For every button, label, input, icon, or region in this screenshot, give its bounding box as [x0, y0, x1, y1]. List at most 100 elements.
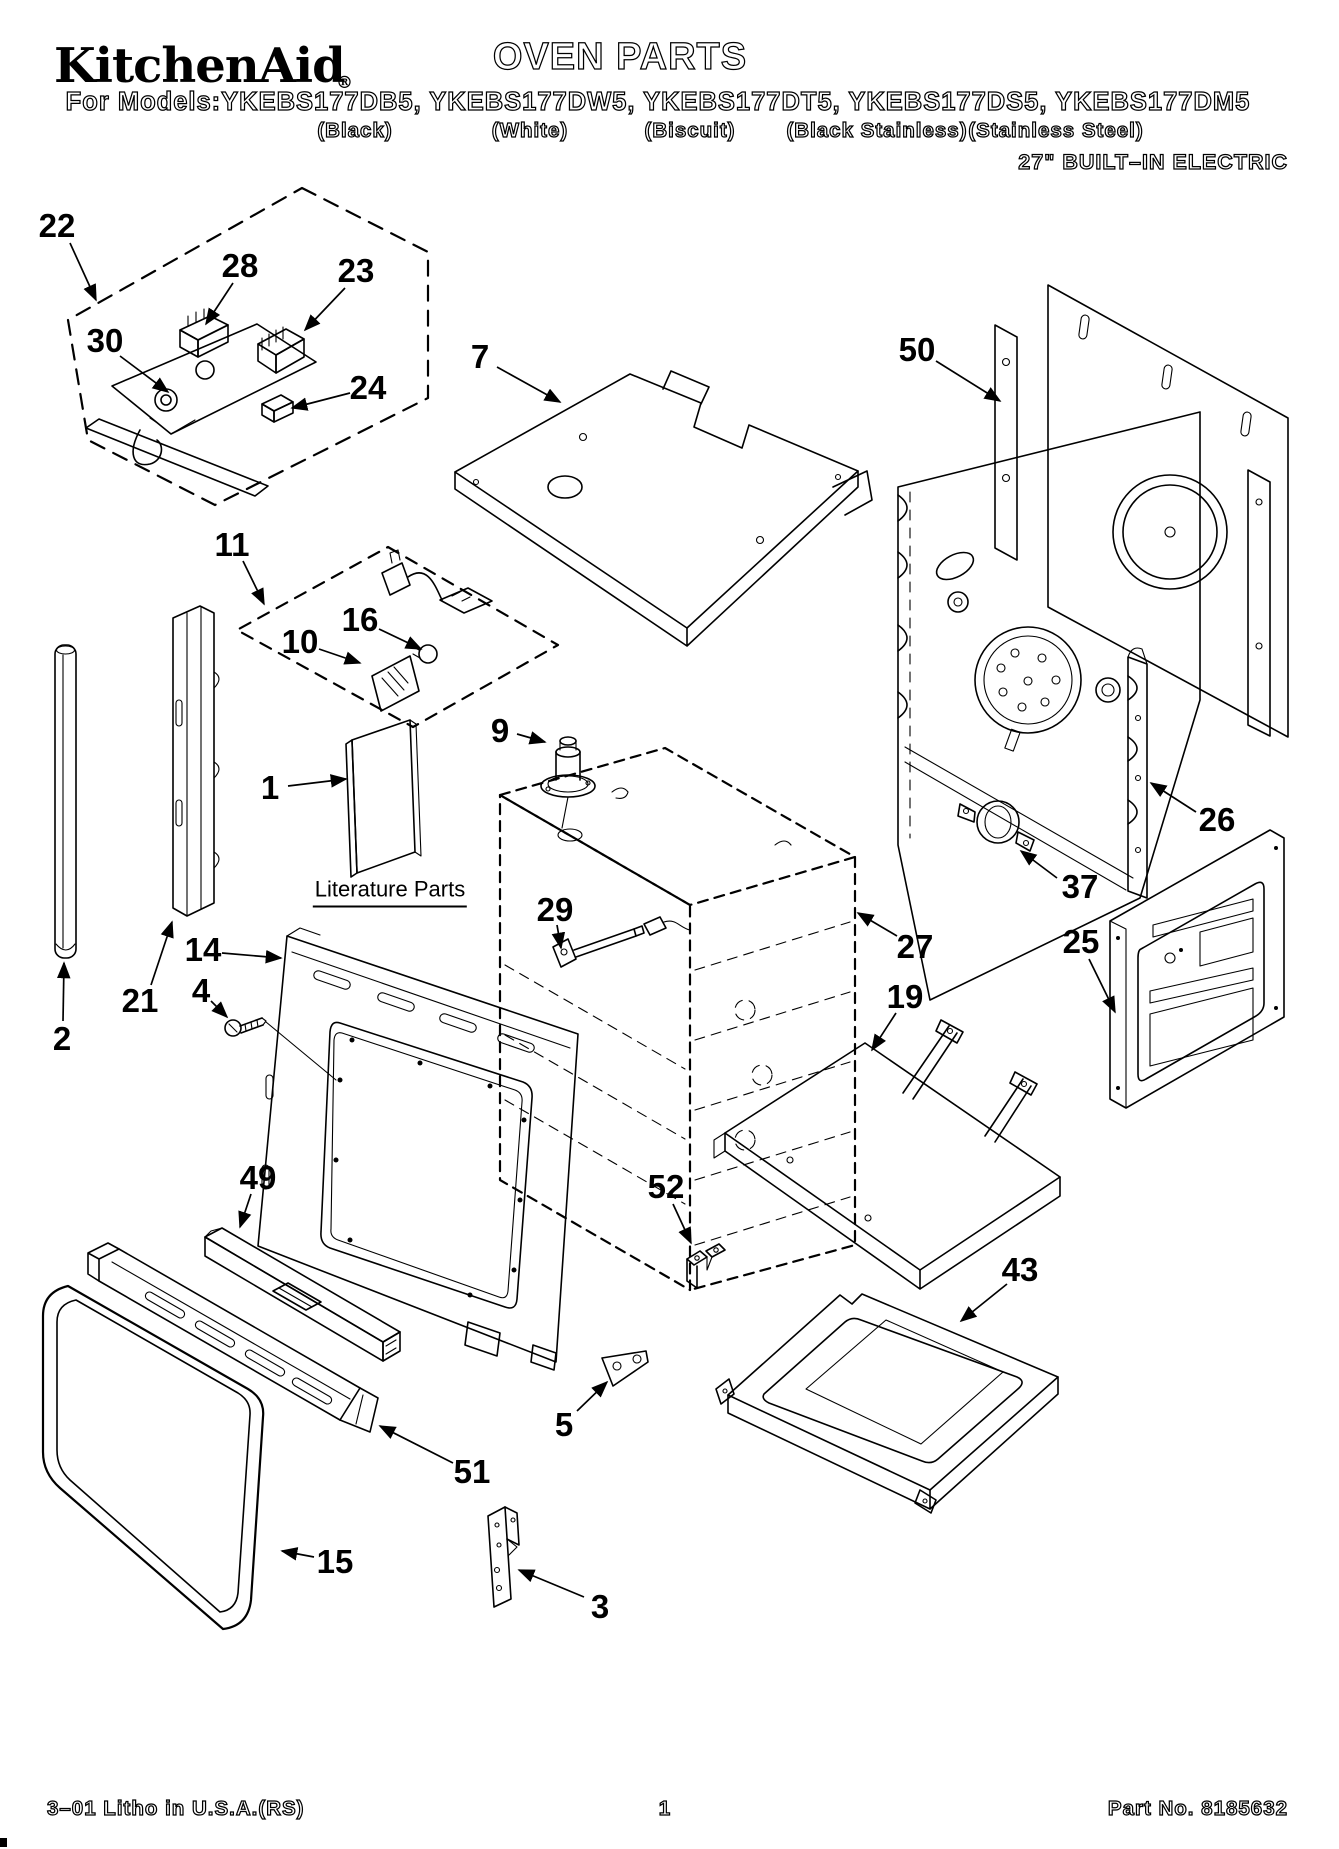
leader-arrow-14 — [221, 949, 283, 964]
brand-logo: KitchenAid — [54, 38, 345, 94]
leader-arrow-50 — [935, 360, 1002, 402]
part-literature-1 — [345, 719, 422, 878]
part-thermal-fuse-24 — [261, 394, 294, 423]
part-rear-bracket-26 — [1127, 647, 1148, 899]
part-side-panel-25 — [1109, 829, 1285, 1109]
callout-50: 50 — [898, 331, 936, 368]
literature-parts-label: Literature Parts — [312, 877, 468, 908]
callout-51: 51 — [453, 1453, 491, 1490]
part-oven-cavity-27 — [498, 746, 857, 1292]
part-top-panel-7 — [454, 370, 873, 647]
finish-label: (Black Stainless) — [786, 119, 967, 142]
page-title: OVEN PARTS — [493, 36, 747, 78]
part-oven-rear-wall — [897, 411, 1201, 1001]
leader-arrow-16 — [378, 628, 423, 650]
part-back-panel-50 — [994, 284, 1289, 738]
callout-15: 15 — [316, 1543, 354, 1580]
part-side-channel-21 — [172, 605, 220, 917]
models-line: For Models:YKEBS177DB5, YKEBS177DW5, YKE… — [66, 88, 1251, 116]
part-base-pan-43 — [715, 1293, 1059, 1514]
callout-30: 30 — [86, 322, 124, 359]
callout-1: 1 — [260, 769, 280, 806]
part-light-glass-10 — [371, 655, 420, 712]
leader-arrow-10 — [318, 648, 362, 665]
part-shelf-panel-19 — [713, 1019, 1061, 1290]
finish-label: (Stainless Steel) — [968, 119, 1143, 142]
callout-11: 11 — [214, 526, 250, 563]
leader-arrow-3 — [517, 1569, 585, 1598]
leader-arrow-9 — [516, 731, 547, 745]
callout-22: 22 — [38, 207, 76, 244]
scan-artifact — [0, 1838, 7, 1847]
leader-arrow-37 — [1019, 849, 1058, 879]
part-vent-bar-49 — [204, 1227, 401, 1362]
part-light-assembly-11 — [235, 545, 560, 729]
finish-label: (White) — [492, 119, 568, 142]
leader-arrow-21 — [150, 920, 174, 986]
leader-arrow-28 — [205, 282, 234, 326]
leader-arrow-30 — [119, 355, 170, 394]
leader-arrow-26 — [1149, 782, 1197, 813]
leader-arrow-25 — [1088, 958, 1116, 1014]
finish-label: (Biscuit) — [645, 119, 736, 142]
callout-49: 49 — [239, 1159, 277, 1196]
part-side-trim-2 — [54, 644, 77, 959]
callout-52: 52 — [647, 1168, 685, 1205]
leader-arrow-1 — [287, 774, 348, 788]
leader-arrow-19 — [871, 1012, 897, 1052]
callout-23: 23 — [337, 252, 375, 289]
leader-arrow-23 — [303, 287, 346, 332]
footer-page-number: 1 — [659, 1797, 671, 1820]
callout-26: 26 — [1198, 801, 1236, 838]
finish-label: (Black) — [317, 119, 392, 142]
leader-arrow-49 — [238, 1193, 252, 1229]
part-gusset-bracket-5 — [601, 1350, 649, 1387]
leader-arrow-27 — [856, 912, 898, 937]
callout-25: 25 — [1062, 923, 1100, 960]
leader-arrow-51 — [378, 1425, 454, 1464]
part-switch-28 — [179, 308, 229, 358]
footer-part-number: Part No. 8185632 — [1108, 1797, 1288, 1820]
leader-arrow-29 — [551, 924, 566, 950]
callout-29: 29 — [536, 891, 574, 928]
callout-10: 10 — [281, 623, 319, 660]
leader-arrow-15 — [280, 1547, 315, 1561]
leader-arrow-52 — [672, 1203, 692, 1245]
leader-arrow-2 — [56, 961, 71, 1022]
part-screw-4 — [224, 1017, 337, 1081]
callout-3: 3 — [590, 1588, 610, 1625]
leader-arrow-7 — [496, 366, 562, 403]
finish-row: (Black) (White) (Biscuit) (Black Stainless)… — [317, 118, 1144, 142]
part-thermostat-37 — [957, 800, 1035, 852]
callout-24: 24 — [349, 369, 387, 406]
callout-19: 19 — [886, 978, 924, 1015]
part-latch-motor-23 — [257, 326, 305, 374]
callout-2: 2 — [52, 1020, 72, 1057]
part-clip-52 — [686, 1243, 726, 1289]
subtitle: 27" BUILT–IN ELECTRIC — [1018, 150, 1288, 174]
footer-litho: 3–01 Litho in U.S.A.(RS) — [47, 1797, 305, 1820]
part-light-bulb-16 — [411, 644, 438, 664]
callout-5: 5 — [554, 1406, 574, 1443]
callout-37: 37 — [1061, 868, 1099, 905]
brand-registered-mark: ® — [336, 73, 352, 93]
part-vent-motor-9 — [540, 736, 596, 829]
part-vent-trim-51 — [87, 1242, 379, 1433]
callout-7: 7 — [470, 338, 490, 375]
callout-21: 21 — [121, 982, 159, 1019]
part-door-frame-14 — [257, 927, 579, 1371]
callout-27: 27 — [896, 928, 934, 965]
leader-arrow-24 — [290, 392, 351, 411]
callout-16: 16 — [341, 601, 379, 638]
leader-arrow-5 — [576, 1380, 609, 1412]
leader-arrow-11 — [242, 560, 265, 606]
leader-arrow-43 — [959, 1283, 1008, 1323]
callout-9: 9 — [490, 712, 510, 749]
part-sensor-probe-29 — [552, 916, 691, 968]
callout-14: 14 — [184, 931, 222, 968]
part-door-gasket-15 — [41, 1284, 265, 1631]
callout-28: 28 — [221, 247, 259, 284]
callout-4: 4 — [191, 972, 211, 1009]
